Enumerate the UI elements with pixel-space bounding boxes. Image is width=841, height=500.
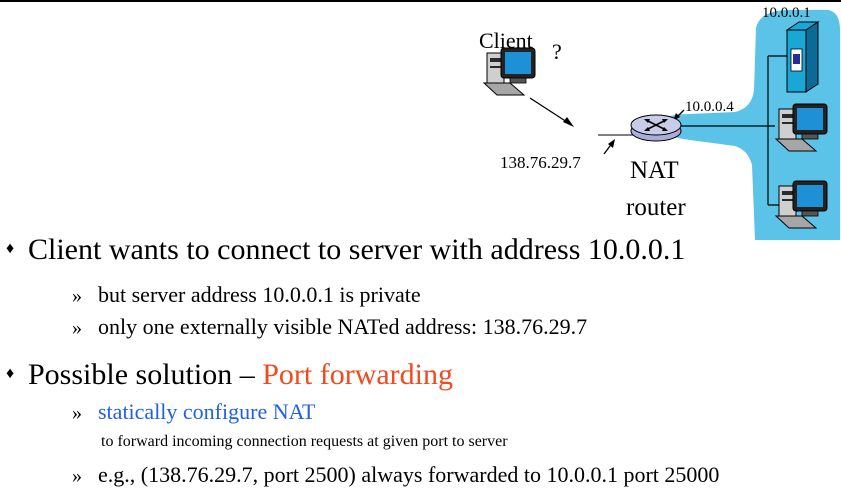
diamond-bullet-icon: ♦ <box>6 365 15 383</box>
host-computer-icon <box>774 103 828 152</box>
bullet-text-highlight: Port forwarding <box>262 358 453 391</box>
sub-bullet-item: » but server address 10.0.0.1 is private <box>72 282 421 309</box>
chevron-icon: » <box>72 465 82 487</box>
external-ip-label: 138.76.29.7 <box>500 153 581 172</box>
server-ip-label: 10.0.0.1 <box>762 5 811 21</box>
sub-bullet-text: only one externally visible NATed addres… <box>98 314 588 339</box>
nat-diagram: Client ? 138.76.29.7 NAT router 10.0.0.4… <box>479 5 840 240</box>
chevron-icon: » <box>72 285 82 307</box>
sub-bullet-item: » statically configure NAT <box>72 399 316 426</box>
sub-bullet-text: statically configure NAT <box>98 399 316 424</box>
router-inside-ip-label: 10.0.0.4 <box>685 99 734 115</box>
client-computer-icon <box>482 47 536 96</box>
client-arrow-line <box>529 97 571 125</box>
bullet-item: ♦ Client wants to connect to server with … <box>6 233 685 269</box>
nat-label: NAT <box>630 157 679 184</box>
sub-bullet-detail: to forward incoming connection requests … <box>101 433 508 450</box>
client-question-mark: ? <box>552 39 562 64</box>
client-label: Client <box>479 28 533 53</box>
chevron-icon: » <box>72 402 82 424</box>
client-arrowhead <box>563 117 574 127</box>
bullet-item: ♦ Possible solution – Port forwarding <box>6 358 453 394</box>
top-rule <box>0 0 841 2</box>
diamond-bullet-icon: ♦ <box>6 240 15 258</box>
sub-bullet-item: » only one externally visible NATed addre… <box>72 314 587 341</box>
bullet-text: Client wants to connect to server with a… <box>28 233 686 266</box>
sub-bullet-text: e.g., (138.76.29.7, port 2500) always fo… <box>98 462 720 487</box>
server-icon <box>785 21 820 93</box>
router-label: router <box>626 194 686 221</box>
sub-bullet-item: » e.g., (138.76.29.7, port 2500) always f… <box>72 462 719 489</box>
sub-bullet-text: but server address 10.0.0.1 is private <box>98 282 421 307</box>
external-ip-arrowhead <box>608 139 615 148</box>
router-icon <box>630 114 682 142</box>
chevron-icon: » <box>72 317 82 339</box>
host-computer-icon <box>774 180 828 229</box>
bullet-text-prefix: Possible solution – <box>28 358 263 391</box>
